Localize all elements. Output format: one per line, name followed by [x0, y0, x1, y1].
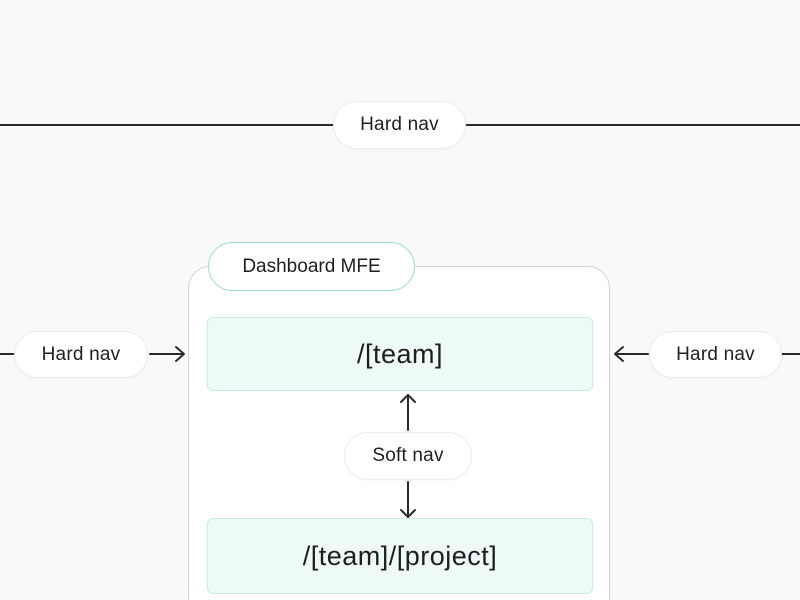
- right-hard-nav-arrow-head: [614, 346, 624, 362]
- top-hard-nav-line-right: [465, 124, 800, 126]
- route-team-project-label: /[team]/[project]: [302, 540, 498, 571]
- dashboard-mfe-title: Dashboard MFE: [242, 255, 381, 277]
- right-hard-nav-label: Hard nav: [676, 343, 755, 365]
- soft-nav-pill: Soft nav: [344, 432, 472, 480]
- route-team-label: /[team]: [356, 338, 444, 369]
- dashboard-mfe-title-pill: Dashboard MFE: [208, 242, 415, 291]
- left-hard-nav-arrow-head: [175, 346, 185, 362]
- left-hard-nav-label: Hard nav: [41, 343, 121, 365]
- right-hard-nav-pill: Hard nav: [649, 331, 782, 378]
- top-hard-nav-pill: Hard nav: [333, 101, 466, 149]
- route-team-box: /[team]: [207, 317, 593, 391]
- left-hard-nav-pill: Hard nav: [14, 331, 148, 378]
- top-hard-nav-line-left: [0, 124, 334, 126]
- soft-nav-label: Soft nav: [372, 445, 444, 466]
- top-hard-nav-label: Hard nav: [360, 114, 439, 135]
- route-team-project-box: /[team]/[project]: [207, 518, 593, 594]
